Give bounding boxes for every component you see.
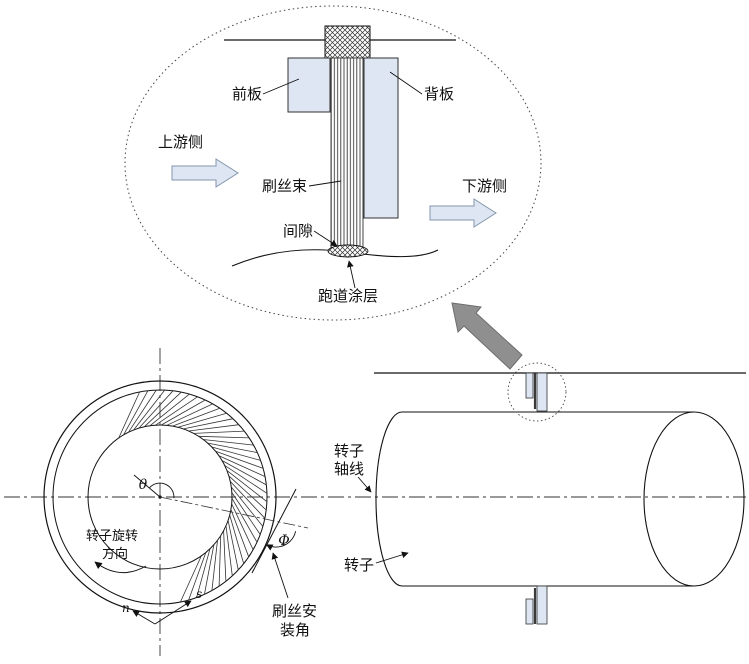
- front-plate-label: 前板: [232, 85, 262, 103]
- install-angle-label-2: 装角: [280, 621, 310, 639]
- detail-boundary-ellipse: [124, 5, 542, 321]
- front-view: θ Φ 转子旋转 方向 s n 刷丝安 装角: [43, 348, 317, 656]
- detail-callout-arrow: [451, 302, 523, 370]
- bristle-direction-line: [251, 488, 297, 574]
- rotor-bore-circle: [87, 424, 233, 570]
- back-plate-leader: [389, 71, 423, 95]
- top-seal-back-plate: [536, 372, 548, 412]
- phi-radial-line: [159, 496, 309, 529]
- upstream-flow-arrow: [171, 158, 239, 188]
- rotation-direction-label-1: 转子旋转: [86, 529, 138, 544]
- housing-outer-circle: [43, 380, 277, 614]
- top-seal-section: [507, 362, 567, 422]
- clearance-leader: [313, 230, 338, 247]
- theta-arc: [148, 482, 175, 499]
- rotation-direction-label-2: 方向: [102, 546, 128, 562]
- rotor-axis-leader: [357, 476, 372, 493]
- upstream-side-label: 上游侧: [158, 133, 203, 151]
- runway-coating-shape: [327, 244, 369, 258]
- bristle-bundle-label: 刷丝束: [262, 177, 307, 195]
- theta-radius-line: [133, 474, 161, 498]
- back-plate-label: 背板: [424, 85, 454, 103]
- rotor-right-end-ellipse: [643, 411, 745, 587]
- side-view: 转子 轴线 转子: [334, 362, 746, 625]
- clamp-weld-shape: [324, 25, 371, 59]
- bristle-bundle-leader: [308, 180, 342, 187]
- downstream-side-label: 下游侧: [462, 177, 507, 195]
- rotor-left-end-arc: [375, 411, 403, 587]
- bottom-seal-section: [525, 585, 548, 625]
- n-axis-arrow: [132, 610, 156, 625]
- bristle-pack-shape: [330, 57, 364, 249]
- runway-coating-label: 跑道涂层: [318, 287, 378, 305]
- phi-arc: [266, 531, 297, 551]
- phi-label: Φ: [278, 533, 289, 549]
- bristle-hatch-lines: [118, 389, 268, 603]
- bottom-seal-front-plate: [525, 598, 534, 625]
- rotor-label: 转子: [344, 556, 374, 574]
- top-seal-front-plate: [525, 372, 534, 399]
- bottom-seal-back-plate: [536, 585, 548, 625]
- rotor-leader: [375, 551, 409, 564]
- clearance-label: 间隙: [283, 222, 313, 240]
- n-axis-label: n: [122, 601, 130, 615]
- front-plate-shape: [287, 57, 331, 113]
- front-plate-leader: [262, 78, 300, 95]
- back-plate-shape: [363, 57, 399, 219]
- s-axis-arrow: [154, 600, 192, 625]
- runway-coating-leader: [347, 260, 356, 289]
- theta-label: θ: [139, 477, 148, 493]
- housing-inner-circle: [52, 389, 268, 605]
- rotor-axis-label-2: 轴线: [334, 460, 364, 478]
- install-angle-label-1: 刷丝安: [272, 602, 317, 620]
- rotor-axis-label-1: 转子: [334, 442, 364, 460]
- downstream-flow-arrow: [429, 198, 497, 228]
- detail-view: 前板 背板 上游侧 刷丝束 下游侧 间隙 跑道涂层: [124, 5, 542, 321]
- install-angle-leader: [271, 552, 289, 599]
- s-axis-label: s: [196, 587, 202, 601]
- detail-source-circle: [507, 362, 567, 422]
- rotation-direction-arrow: [94, 561, 147, 573]
